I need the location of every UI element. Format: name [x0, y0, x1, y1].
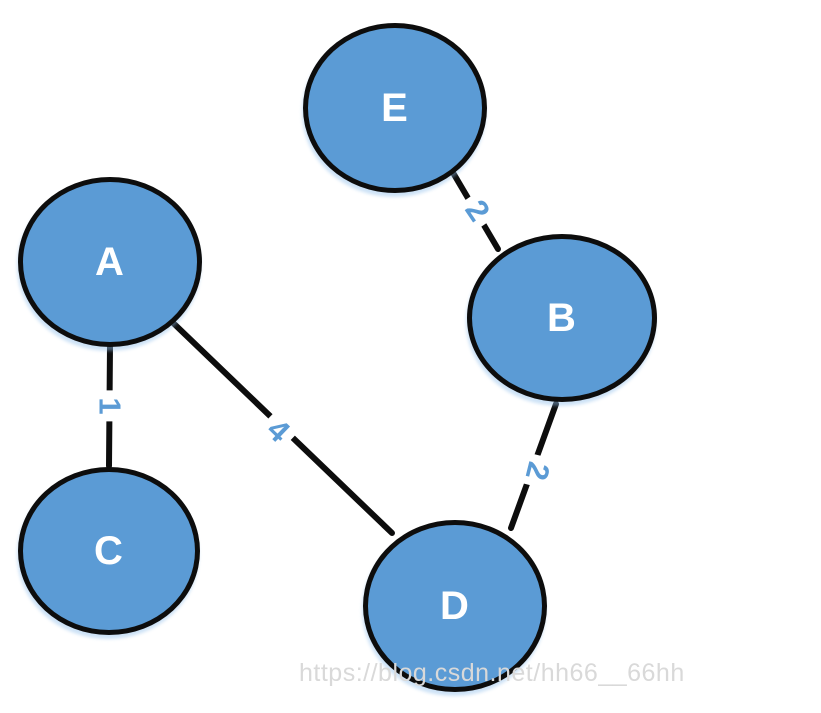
node-label-D: D	[440, 583, 470, 628]
node-D: D	[363, 520, 547, 692]
node-B: B	[467, 234, 657, 402]
watermark-text: https://blog.csdn.net/hh66__66hh	[299, 659, 685, 687]
node-A: A	[18, 177, 202, 347]
node-C: C	[18, 467, 200, 635]
node-label-E: E	[381, 85, 409, 130]
node-E: E	[303, 23, 487, 193]
node-label-C: C	[94, 528, 124, 573]
node-label-B: B	[547, 295, 577, 340]
edge-weight-A-C: 1	[91, 390, 127, 422]
node-label-A: A	[95, 239, 125, 284]
